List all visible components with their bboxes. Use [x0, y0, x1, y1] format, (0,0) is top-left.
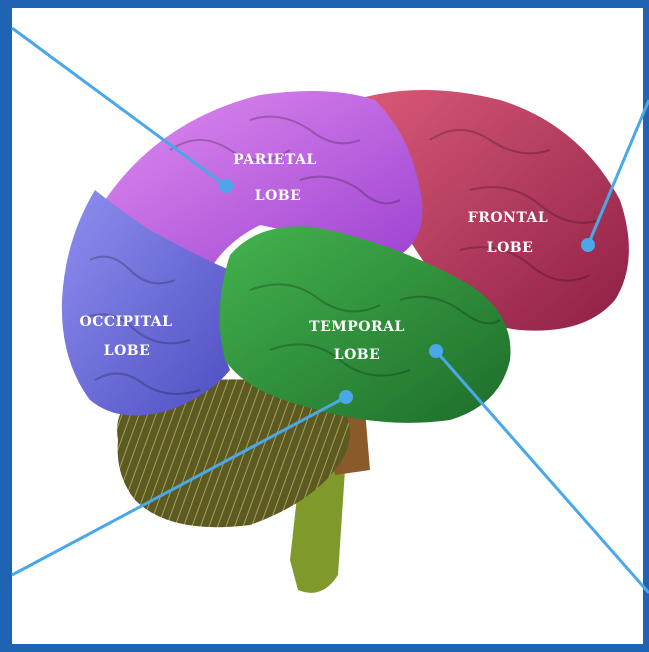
frontal-label-line2: LOBE — [487, 240, 534, 256]
pointer-dot-frontal — [581, 238, 595, 252]
frontal-label-line1: FRONTAL — [468, 210, 548, 226]
pointer-line-parietal — [12, 28, 226, 186]
parietal-label-line1: PARIETAL — [233, 152, 317, 168]
temporal-label-line1: TEMPORAL — [309, 319, 405, 335]
occipital-label-line2: LOBE — [104, 343, 151, 359]
temporal-label-line2: LOBE — [334, 347, 381, 363]
pointer-line-temporal — [436, 351, 649, 593]
occipital-label-line1: OCCIPITAL — [80, 314, 173, 330]
parietal-label-line2: LOBE — [255, 188, 302, 204]
pointer-dot-cerebellum — [339, 390, 353, 404]
pointer-dot-temporal — [429, 344, 443, 358]
pointer-dot-parietal — [219, 179, 233, 193]
